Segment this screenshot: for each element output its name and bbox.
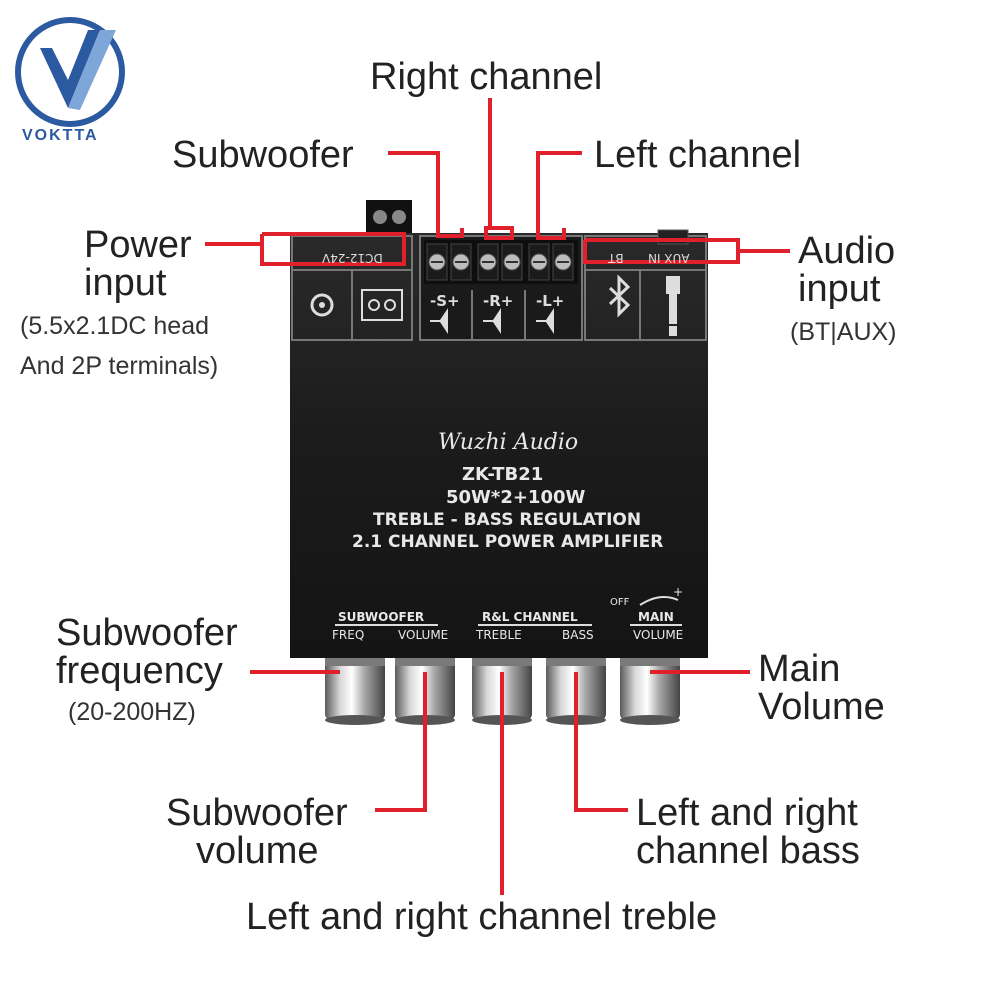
callout-line: [260, 232, 406, 266]
board-feature-2: 2.1 CHANNEL POWER AMPLIFIER: [352, 532, 664, 552]
callout-lr-bass-2: channel bass: [636, 830, 860, 872]
callout-line: [583, 238, 740, 264]
callout-lines: [205, 98, 790, 895]
callout-main-volume-2: Volume: [758, 686, 885, 728]
speaker-terminal-block: [419, 235, 583, 341]
callout-power-input-1: Power: [84, 224, 192, 266]
callout-audio-input-2: input: [798, 268, 881, 310]
board-bt-label: BT: [608, 251, 624, 265]
knob-label-freq: FREQ: [332, 628, 365, 642]
callout-sub-freq-note: (20-200HZ): [68, 698, 196, 726]
callout-line: [574, 672, 628, 812]
board-dc-label: DC12-24V: [322, 251, 383, 265]
board-power-spec: 50W*2+100W: [446, 487, 586, 508]
terminal-screw: [552, 243, 574, 281]
terminal-screw: [528, 243, 550, 281]
left-speaker-icon: [536, 308, 554, 334]
knob-group-subwoofer: SUBWOOFER: [338, 610, 425, 624]
two-pin-terminal-icon: [361, 289, 403, 321]
terminal-screw: [501, 243, 523, 281]
callout-audio-note: (BT|AUX): [790, 318, 897, 346]
callout-sub-freq-1: Subwoofer: [56, 612, 238, 654]
callout-line: [484, 98, 514, 240]
voktta-logo: [15, 17, 125, 127]
board-brand-script: Wuzhi Audio: [438, 430, 579, 455]
knob-label-main-volume: VOLUME: [633, 628, 684, 642]
callout-left-channel: Left channel: [594, 134, 802, 176]
logo-ring: [15, 17, 125, 127]
callout-lr-treble: Left and right channel treble: [246, 896, 718, 938]
callout-sub-freq-2: frequency: [56, 650, 223, 692]
callout-power-note-2: And 2P terminals): [20, 352, 219, 380]
callout-audio-input-1: Audio: [798, 230, 896, 272]
terminal-screw: [426, 243, 448, 281]
callout-line: [388, 151, 464, 238]
sub-speaker-icon: [430, 308, 448, 334]
board-feature-1: TREBLE - BASS REGULATION: [373, 510, 642, 530]
callout-right-channel: Right channel: [370, 56, 603, 98]
callout-power-note-1: (5.5x2.1DC head: [20, 312, 210, 340]
input-section-frame: [584, 235, 707, 341]
logo-brand-text: VOKTTA: [22, 127, 99, 144]
off-label: OFF: [610, 597, 630, 608]
speaker-label-sub: -S+: [430, 292, 460, 310]
terminal-screw: [477, 243, 499, 281]
logo-v: [40, 30, 100, 108]
board-aux-label: AUX IN: [648, 251, 690, 265]
knob-label-sub-volume: VOLUME: [398, 628, 449, 642]
bluetooth-icon: [608, 274, 631, 318]
knob-group-main: MAIN: [638, 610, 674, 624]
terminal-screw: [450, 243, 472, 281]
callout-line: [375, 672, 427, 812]
callout-sub-volume-1: Subwoofer: [166, 792, 348, 834]
speaker-label-left: -L+: [536, 292, 565, 310]
logo-v-light: [68, 30, 116, 110]
volume-arc-icon: [639, 595, 679, 606]
callout-lr-bass-1: Left and right: [636, 792, 858, 834]
dc-jack-icon: [310, 293, 334, 317]
right-speaker-icon: [483, 308, 501, 334]
speaker-label-right: -R+: [483, 292, 514, 310]
knob-main-volume[interactable]: [620, 658, 680, 725]
callout-main-volume-1: Main: [758, 648, 841, 690]
plus-label: +: [673, 585, 684, 599]
knob-label-bass: BASS: [562, 628, 594, 642]
callout-line: [536, 151, 582, 240]
knob-sub-freq[interactable]: [325, 658, 385, 725]
aux-jack-icon: [666, 276, 680, 294]
callout-power-input-2: input: [84, 262, 167, 304]
callout-sub-volume-2: volume: [196, 830, 319, 872]
callout-subwoofer: Subwoofer: [172, 134, 354, 176]
board-model: ZK-TB21: [462, 464, 544, 485]
knob-group-rl: R&L CHANNEL: [482, 610, 578, 624]
knob-label-treble: TREBLE: [476, 628, 522, 642]
